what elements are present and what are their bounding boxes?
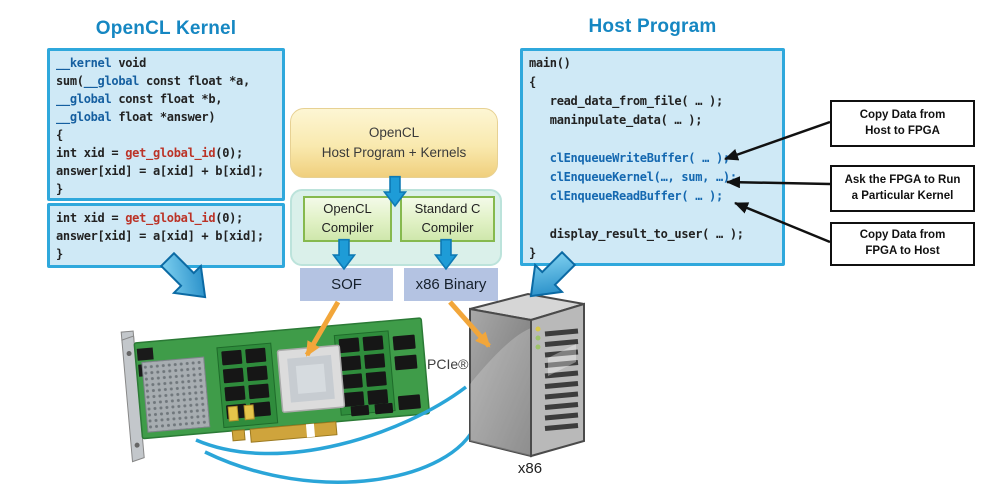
opencl-compiler-line1: OpenCL [323,201,372,217]
opencl-kernel-title: OpenCL Kernel [95,18,237,39]
callout-ask-fpga-run-kernel: Ask the FPGA to Run a Particular Kernel [830,165,975,212]
kernel-code-box-2: int xid = get_global_id(0);answer[xid] =… [47,203,285,268]
fpga-board-illustration [120,317,431,463]
opencl-compiler-line2: Compiler [321,220,374,235]
standard-c-compiler-line2: Compiler [421,220,474,235]
opencl-compiler-box: OpenCL Compiler [303,196,392,242]
host-code-box: main(){ read_data_from_file( … ); maninp… [520,48,785,266]
pcie-link-line-upper [195,385,468,456]
standard-c-compiler-box: Standard C Compiler [400,196,495,242]
standard-c-compiler-line1: Standard C [414,201,481,217]
callout1-line1: Copy Data from [859,108,946,121]
x86binary-to-server-arrow [448,300,491,348]
callout2-line2: a Particular Kernel [851,189,954,202]
pcie-link-line-lower [204,423,478,484]
sof-box: SOF [300,268,393,301]
callout-copy-fpga-to-host: Copy Data from FPGA to Host [830,222,975,266]
pcie-label: PCIe® [427,356,469,372]
callout-copy-host-to-fpga: Copy Data from Host to FPGA [830,100,975,147]
sof-to-fpga-arrow [304,300,341,357]
opencl-host-program-kernels-line1: OpenCL [368,124,420,140]
callout3-line2: FPGA to Host [865,245,940,257]
opencl-host-program-kernels-box: OpenCL Host Program + Kernels [290,108,498,178]
x86-server-illustration [469,292,585,458]
x86-server-label: x86 [517,460,543,477]
host-program-title: Host Program [588,16,717,37]
callout2-line1: Ask the FPGA to Run [844,173,961,186]
callout1-line2: Host to FPGA [865,124,940,137]
callout3-line1: Copy Data from [859,229,946,242]
x86-binary-box: x86 Binary [404,268,498,301]
opencl-host-program-kernels-line2: Host Program + Kernels [321,145,467,160]
